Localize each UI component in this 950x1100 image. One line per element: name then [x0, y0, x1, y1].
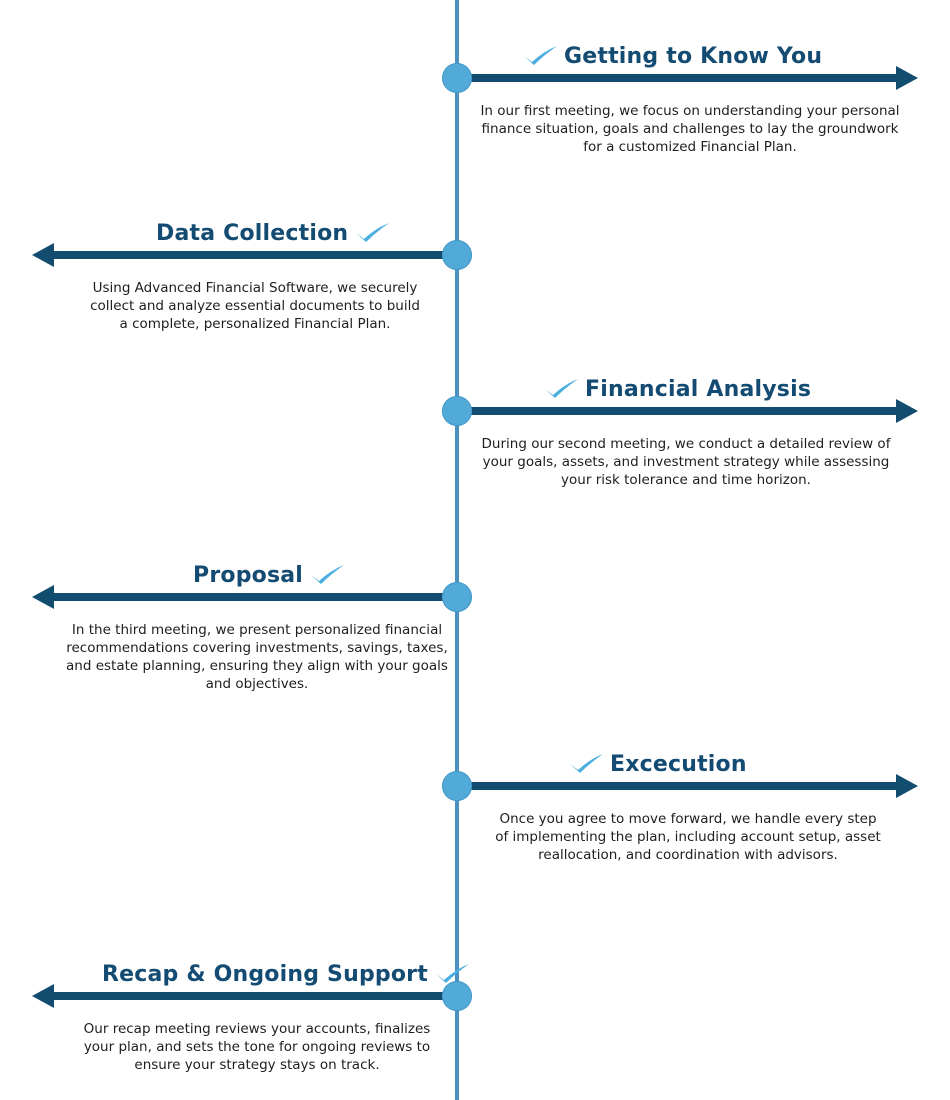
timeline-step-getting-to-know-you: Getting to Know You In our first meeting…: [0, 44, 950, 155]
checkmark-icon: [356, 223, 390, 242]
checkmark-icon: [311, 565, 345, 584]
timeline-node: [442, 396, 472, 426]
arrow-head-right: [896, 66, 918, 90]
step-title: Proposal: [193, 562, 304, 588]
timeline-step-proposal: Proposal In the third meeting, we presen…: [0, 563, 950, 692]
step-description: In our first meeting, we focus on unders…: [480, 103, 900, 155]
step-title-row: Proposal: [193, 560, 345, 590]
checkmark-icon: [570, 754, 603, 773]
step-title-row: Excecution: [568, 749, 747, 779]
step-title-row: Data Collection: [156, 218, 390, 248]
arrow-head-left: [32, 585, 54, 609]
arrow-left: [50, 593, 457, 601]
arrow-head-left: [32, 984, 54, 1008]
arrow-head-right: [896, 774, 918, 798]
arrow-right: [457, 407, 900, 415]
arrow-left: [50, 992, 457, 1000]
timeline-step-data-collection: Data Collection Using Advanced Financial…: [0, 221, 950, 332]
arrow-left: [50, 251, 457, 259]
timeline-node: [442, 240, 472, 270]
timeline-step-financial-analysis: Financial Analysis During our second mee…: [0, 377, 950, 488]
checkmark-icon: [435, 964, 469, 983]
arrow-head-left: [32, 243, 54, 267]
timeline-node: [442, 582, 472, 612]
step-description: During our second meeting, we conduct a …: [481, 436, 891, 488]
step-description: Our recap meeting reviews your accounts,…: [83, 1021, 431, 1073]
step-description: Once you agree to move forward, we handl…: [495, 811, 881, 863]
timeline-node: [442, 63, 472, 93]
arrow-right: [457, 74, 900, 82]
checkmark-icon: [545, 379, 578, 398]
timeline-node: [442, 771, 472, 801]
step-title: Excecution: [610, 751, 747, 777]
timeline-step-execution: Excecution Once you agree to move forwar…: [0, 752, 950, 863]
step-title: Getting to Know You: [564, 43, 823, 69]
timeline-node: [442, 981, 472, 1011]
step-description: Using Advanced Financial Software, we se…: [90, 280, 420, 332]
arrow-head-right: [896, 399, 918, 423]
step-title: Data Collection: [156, 220, 349, 246]
step-description: In the third meeting, we present persona…: [66, 622, 448, 692]
timeline-line: [455, 0, 459, 1100]
arrow-right: [457, 782, 900, 790]
step-title-row: Getting to Know You: [522, 41, 822, 71]
step-title: Recap & Ongoing Support: [102, 961, 428, 987]
timeline-step-recap-ongoing-support: Recap & Ongoing Support Our recap meetin…: [0, 962, 950, 1073]
step-title-row: Financial Analysis: [543, 374, 811, 404]
step-title-row: Recap & Ongoing Support: [102, 959, 470, 989]
step-title: Financial Analysis: [585, 376, 812, 402]
checkmark-icon: [524, 46, 557, 65]
